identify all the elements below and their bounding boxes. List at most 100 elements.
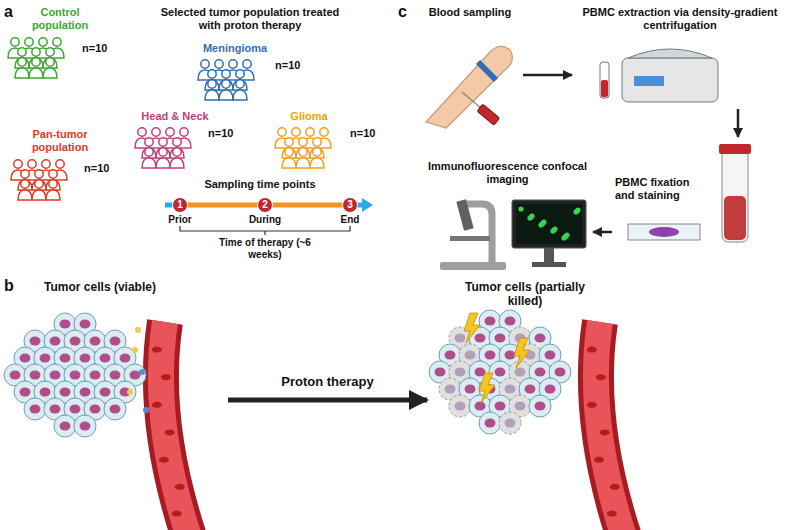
population-group: Head & Neckn=10 [130, 110, 242, 170]
cell-nucleus [495, 368, 506, 377]
timeline-heading: Sampling time points [160, 178, 360, 191]
person-head [222, 80, 230, 88]
person-head [35, 180, 43, 188]
red-blood-cell [596, 374, 606, 380]
person-head [25, 38, 33, 46]
cell-nucleus [465, 385, 476, 394]
cell-nucleus [50, 371, 61, 380]
person-head [320, 128, 328, 136]
cell-nucleus [100, 388, 111, 397]
person-head [152, 128, 160, 136]
staining-tube [722, 150, 748, 242]
count-label: n=10 [84, 162, 120, 175]
cell-nucleus [50, 405, 61, 414]
person-body [296, 158, 310, 168]
label-holder: 2 [258, 198, 272, 212]
person-head [222, 70, 230, 78]
cell-nucleus [455, 334, 466, 343]
person-head [285, 148, 293, 156]
cell-nucleus [60, 422, 71, 431]
cell-nucleus [80, 422, 91, 431]
cell-nucleus [525, 385, 536, 394]
proton-bolt [479, 373, 495, 403]
stained-cell [550, 228, 555, 233]
person-body [282, 148, 296, 158]
cell-nucleus [80, 388, 91, 397]
stained-cell [562, 234, 567, 239]
monitor-screen [516, 204, 582, 244]
cell-nucleus [485, 351, 496, 360]
label-holder: a [4, 2, 20, 21]
tumor-cell [74, 415, 96, 437]
cell-nucleus [70, 371, 81, 380]
person-body [233, 90, 247, 100]
flow-arrow [593, 231, 612, 234]
person-body [43, 58, 57, 68]
label-holder: Selected tumor population treated with p… [150, 6, 350, 32]
red-blood-cell [159, 457, 169, 463]
person-body [156, 148, 170, 158]
cell-nucleus [60, 354, 71, 363]
person-body [310, 148, 324, 158]
person-head [208, 70, 216, 78]
cell-nucleus [70, 337, 81, 346]
person-head [278, 128, 286, 136]
callout-number: 2 [258, 198, 272, 212]
red-blood-cell [175, 484, 185, 490]
cell-nucleus [435, 368, 446, 377]
callout-number: 1 [173, 198, 187, 212]
label-holder: Sampling time points [160, 178, 360, 191]
stained-cell [551, 227, 556, 232]
person-head [145, 148, 153, 156]
flow-arrow [523, 74, 572, 77]
person-head [159, 148, 167, 156]
population-group: Glioman=10 [270, 110, 382, 170]
group-heading: Selected tumor population treated with p… [150, 6, 350, 32]
workflow-step: Immunofluorescence confocal imaging [425, 160, 590, 272]
particle [143, 407, 149, 413]
cell-nucleus [505, 351, 516, 360]
red-blood-cell [165, 429, 175, 435]
person-head [180, 128, 188, 136]
red-blood-cell [600, 429, 610, 435]
cell-nucleus [455, 368, 466, 377]
person-body [219, 80, 233, 90]
node-label: Immunofluorescence confocal imaging [425, 160, 590, 186]
count-label: n=10 [82, 42, 118, 55]
person-body [170, 158, 184, 168]
node-label: Tumor cells (viable) [35, 280, 165, 294]
edge-label: Proton therapy [258, 374, 398, 390]
cell-nucleus [505, 385, 516, 394]
cell-nucleus [110, 337, 121, 346]
workflow-step: PBMC extraction via density-gradient cen… [575, 6, 785, 106]
person-head [159, 138, 167, 146]
cell-nucleus [90, 371, 101, 380]
person-body [142, 148, 156, 158]
panel-letter: a [4, 2, 20, 21]
person-body [233, 80, 247, 90]
node-label: PBMC fixation and staining [615, 176, 711, 202]
person-body [296, 148, 310, 158]
time-point-label: During [240, 214, 290, 226]
node-label: PBMC extraction via density-gradient cen… [575, 6, 785, 32]
person-head [32, 48, 40, 56]
person-body [29, 58, 43, 68]
people-icons [198, 60, 254, 100]
cell-nucleus [475, 368, 486, 377]
label-holder: Time of therapy (~6 weeks) [215, 237, 315, 261]
red-blood-cell [152, 402, 162, 408]
person-head [39, 38, 47, 46]
tourniquet [478, 62, 496, 80]
cell-nucleus [455, 402, 466, 411]
cell-nucleus [20, 354, 31, 363]
cell-smear [649, 227, 679, 237]
person-body [205, 90, 219, 100]
person-head [145, 138, 153, 146]
people-icons [8, 38, 64, 78]
therapy-arrow [228, 398, 427, 403]
person-head [138, 128, 146, 136]
person-head [208, 80, 216, 88]
node-label: Control population [20, 6, 100, 32]
cell-nucleus [535, 368, 546, 377]
cell-nucleus [80, 354, 91, 363]
